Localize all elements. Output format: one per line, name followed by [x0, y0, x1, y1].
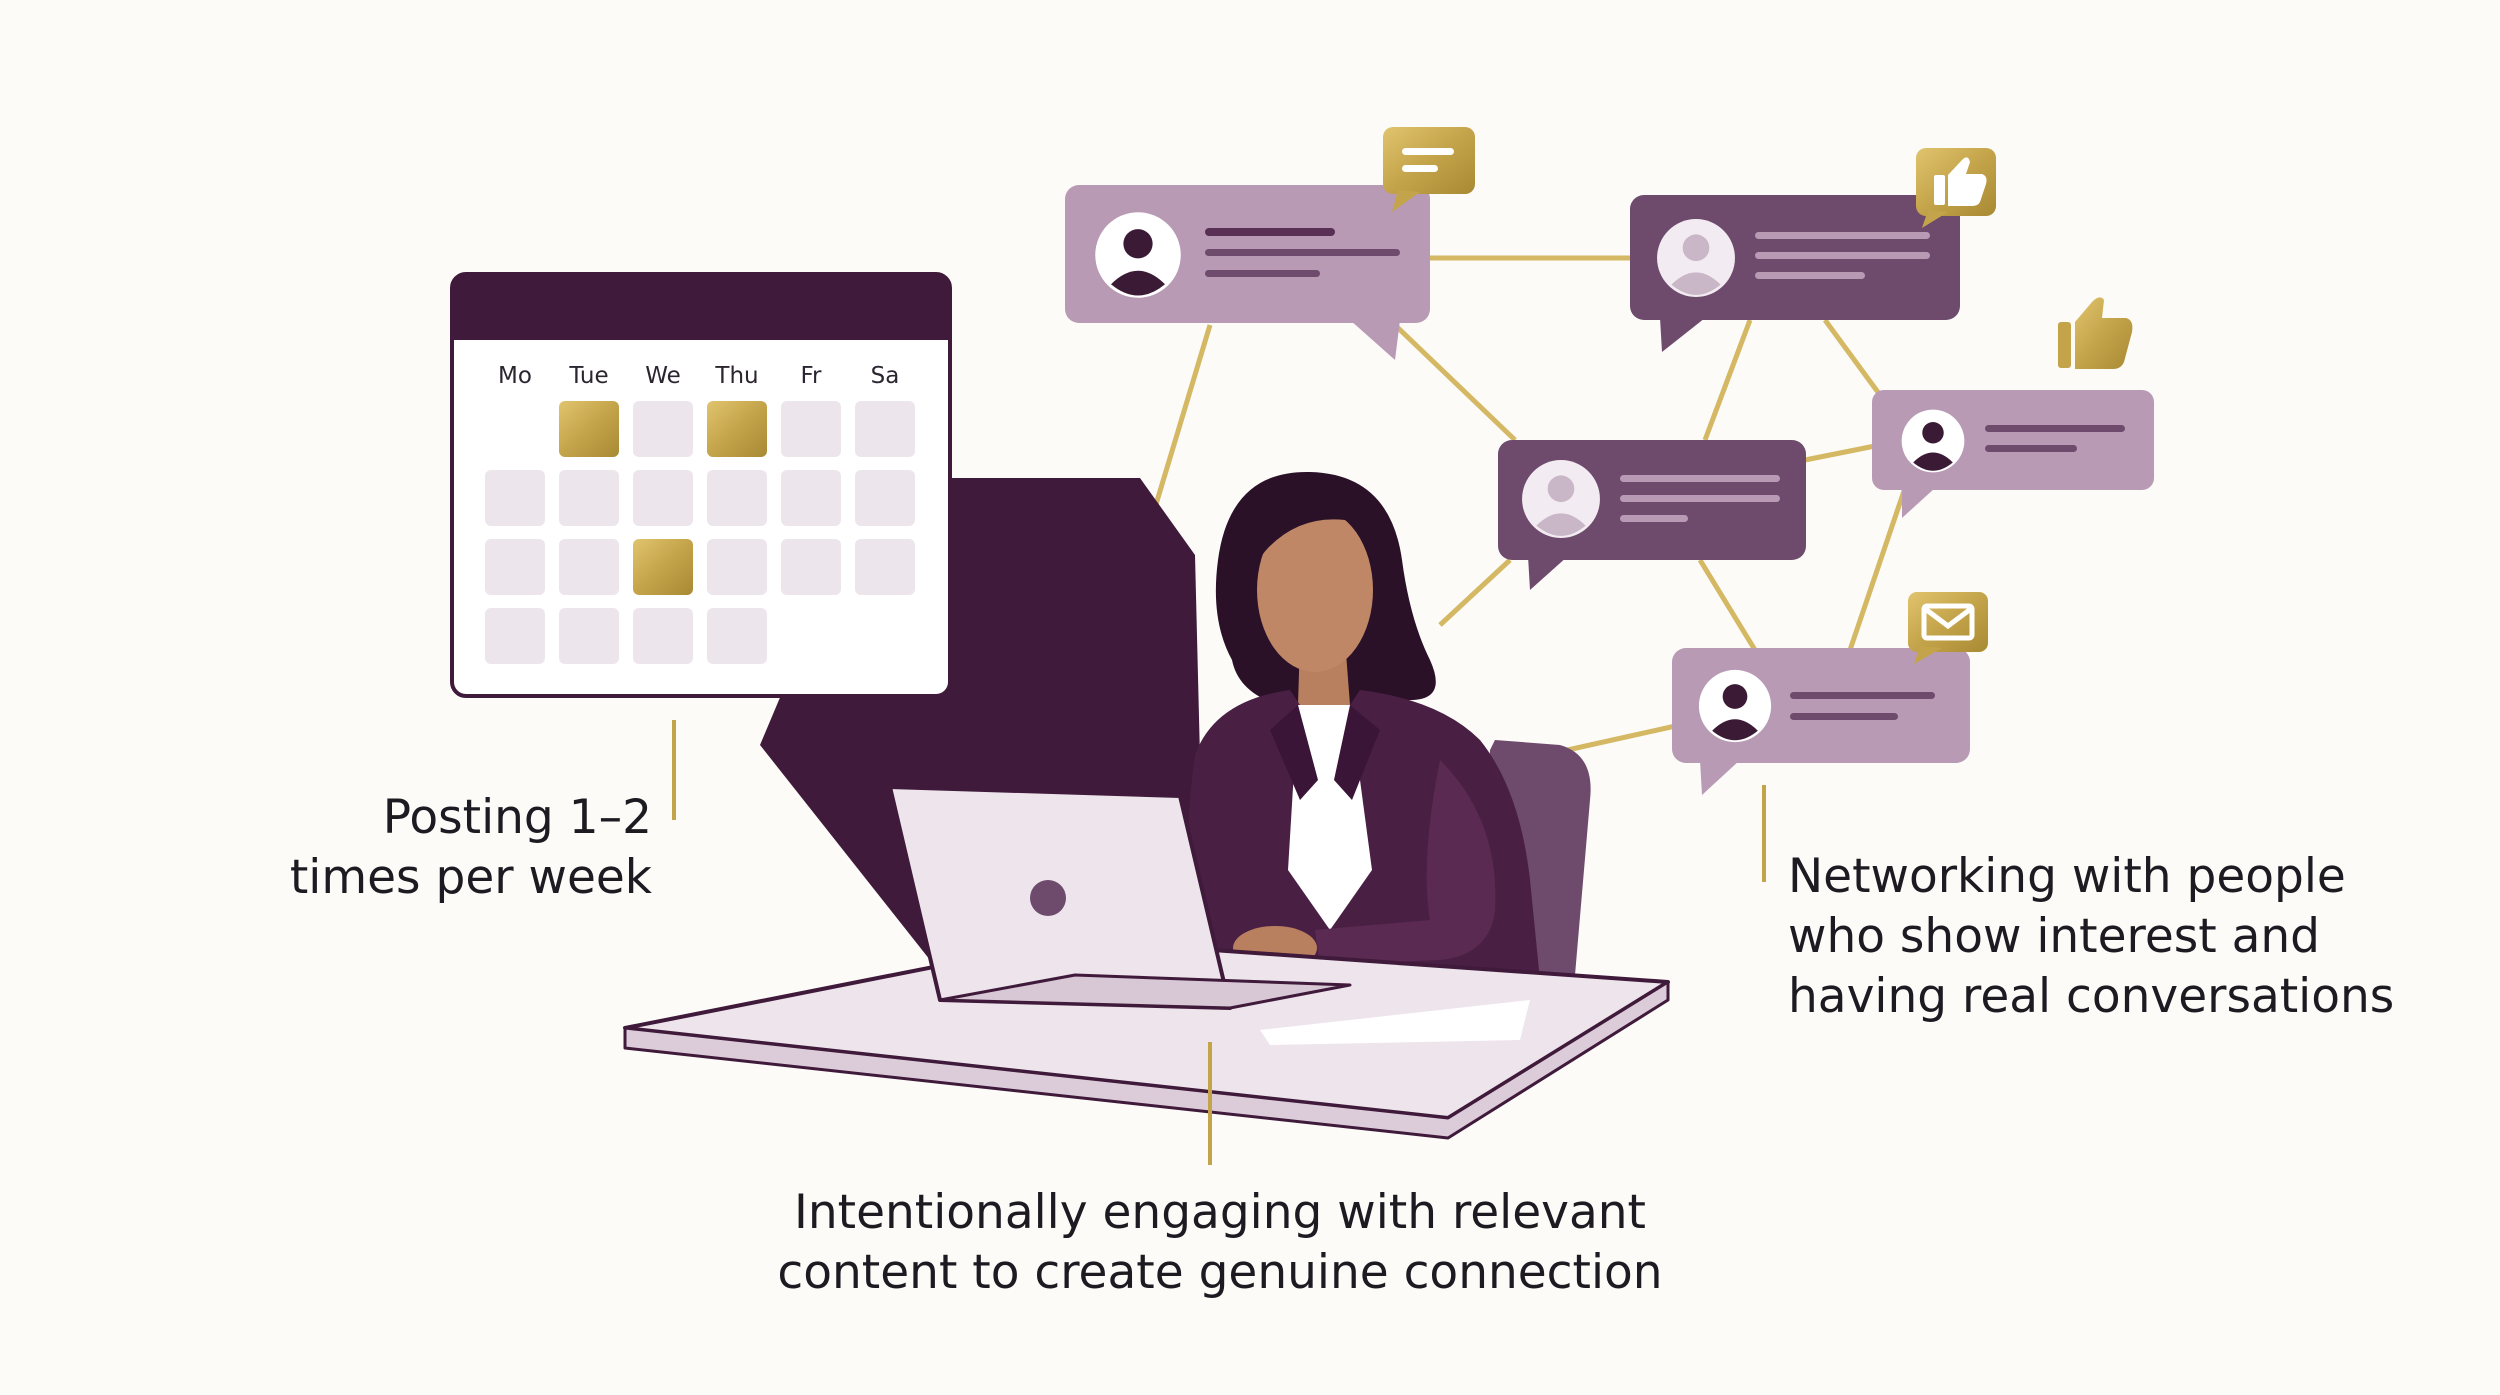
mail-icon	[1908, 592, 1988, 664]
calendar-cell	[485, 470, 545, 526]
message-icon	[1383, 127, 1475, 212]
user-avatar-icon	[1657, 219, 1735, 297]
caption-line: Intentionally engaging with relevant	[794, 1185, 1646, 1240]
calendar-cell	[559, 608, 619, 664]
user-avatar-icon	[1522, 460, 1600, 538]
caption-networking: Networking with people who show interest…	[1788, 847, 2394, 1027]
calendar-cell-highlight	[633, 539, 693, 595]
day-label: Fr	[800, 363, 822, 389]
chat-bubble	[1630, 195, 1960, 352]
calendar-cell	[633, 401, 693, 457]
day-label: We	[645, 363, 681, 389]
calendar-grid	[485, 401, 915, 664]
calendar-cell-highlight	[559, 401, 619, 457]
chat-bubble	[1872, 390, 2154, 518]
calendar-cell	[707, 539, 767, 595]
chat-bubble	[1065, 185, 1430, 360]
paper-note	[1260, 1000, 1530, 1045]
chat-bubble	[1498, 440, 1806, 590]
laptop	[888, 785, 1352, 1010]
calendar-cell-highlight	[707, 401, 767, 457]
calendar-cell	[855, 470, 915, 526]
laptop-logo	[1030, 880, 1066, 916]
person-arm	[1315, 760, 1496, 965]
caption-posting: Posting 1–2 times per week	[290, 788, 652, 908]
caption-engaging: Intentionally engaging with relevant con…	[0, 1183, 2440, 1303]
person-lapel	[1270, 705, 1318, 800]
calendar-cell	[559, 539, 619, 595]
desk	[623, 938, 1670, 1140]
calendar: Mo Tue We Thu Fr Sa	[450, 272, 952, 698]
caption-line: Networking with people	[1788, 849, 2346, 904]
user-avatar-icon	[1901, 409, 1965, 473]
day-label: Mo	[498, 363, 532, 389]
caption-line: times per week	[289, 850, 652, 905]
caption-line: who show interest and	[1788, 909, 2321, 964]
calendar-cell	[633, 470, 693, 526]
user-avatar-icon	[1698, 669, 1772, 743]
person-hair-front	[1250, 494, 1390, 580]
caption-connectors	[672, 720, 1766, 1165]
calendar-cell	[707, 608, 767, 664]
chat-bubble	[1672, 648, 1970, 795]
calendar-cell	[485, 608, 545, 664]
calendar-cell	[485, 539, 545, 595]
calendar-cell	[855, 539, 915, 595]
calendar-cell	[781, 401, 841, 457]
thumbs-up-icon	[1916, 148, 1996, 228]
calendar-day-headers: Mo Tue We Thu Fr Sa	[498, 363, 899, 389]
calendar-cell	[781, 470, 841, 526]
day-label: Tue	[568, 363, 608, 389]
day-label: Thu	[714, 363, 758, 389]
caption-line: having real conversations	[1788, 969, 2395, 1024]
calendar-cell	[633, 608, 693, 664]
calendar-cell	[559, 470, 619, 526]
user-avatar-icon	[1095, 212, 1181, 298]
calendar-cell	[781, 539, 841, 595]
caption-line: Posting 1–2	[382, 790, 652, 845]
person-face	[1257, 508, 1373, 672]
calendar-cell	[855, 401, 915, 457]
day-label: Sa	[871, 363, 900, 389]
caption-line: content to create genuine connection	[777, 1245, 1663, 1300]
person-lapel	[1334, 705, 1380, 800]
calendar-cell	[707, 470, 767, 526]
thumbs-up-icon	[2058, 297, 2133, 369]
